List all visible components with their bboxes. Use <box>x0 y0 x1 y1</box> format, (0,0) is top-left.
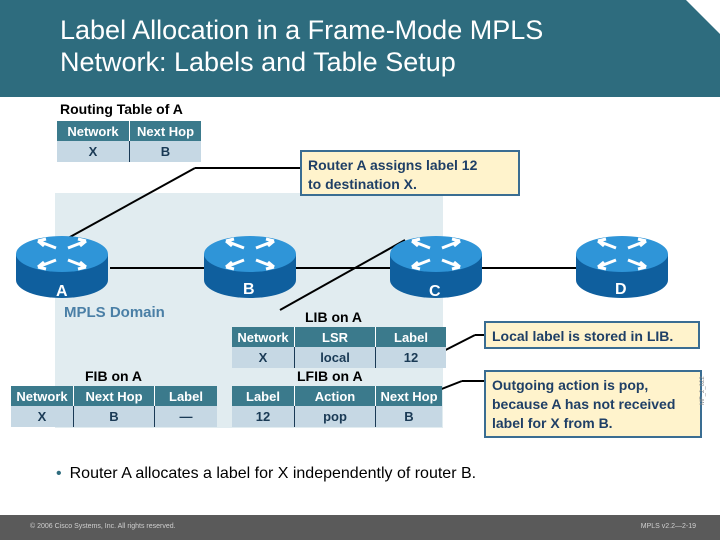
footer-bar: © 2006 Cisco Systems, Inc. All rights re… <box>0 515 720 540</box>
slide-title: Label Allocation in a Frame-Mode MPLS Ne… <box>60 14 543 78</box>
column-header: Network <box>232 327 295 347</box>
bullet-text: Router A allocates a label for X indepen… <box>69 465 477 482</box>
router-b-icon <box>204 236 296 298</box>
table-cell: — <box>154 406 217 427</box>
table-cell: pop <box>294 406 376 427</box>
table-header-row: Network Next Hop Label <box>11 386 217 406</box>
column-header: LSR <box>294 327 376 347</box>
table-row: X local 12 <box>232 347 446 368</box>
table-cell: X <box>232 347 295 368</box>
callout-connector-lib <box>279 239 406 311</box>
router-d-label: D <box>615 281 627 298</box>
table-cell: 12 <box>375 347 446 368</box>
table-header-row: Label Action Next Hop <box>232 386 442 406</box>
table-cell: X <box>11 406 74 427</box>
routing-table: Network Next Hop X B <box>57 121 201 162</box>
table-cell: X <box>57 141 130 162</box>
lib-caption: LIB on A <box>305 309 363 325</box>
lfib-caption: LFIB on A <box>297 368 363 384</box>
callout-assign-line-2: to destination X. <box>308 176 417 192</box>
lfib-table: Label Action Next Hop 12 pop B <box>232 386 442 427</box>
table-cell: local <box>294 347 376 368</box>
table-cell: B <box>73 406 155 427</box>
column-header: Next Hop <box>73 386 155 406</box>
column-header: Label <box>154 386 217 406</box>
table-row: X B — <box>11 406 217 427</box>
column-header: Network <box>11 386 74 406</box>
router-c-icon <box>390 236 482 298</box>
callout-assign-line-1: Router A assigns label 12 <box>308 157 478 173</box>
fib-caption: FIB on A <box>85 368 143 384</box>
table-cell: 12 <box>232 406 295 427</box>
router-b-label: B <box>243 281 255 298</box>
callout-outgoing-line-2: because A has not received <box>492 396 676 412</box>
table-cell: B <box>129 141 201 162</box>
callout-stored-in-lib: Local label is stored in LIB. <box>484 321 700 349</box>
column-header: Action <box>294 386 376 406</box>
table-row: X B <box>57 141 201 162</box>
callout-outgoing-line-1: Outgoing action is pop, <box>492 377 649 393</box>
lib-table: Network LSR Label X local 12 <box>232 327 446 368</box>
column-header: Label <box>232 386 295 406</box>
mpls-domain-label: MPLS Domain <box>64 304 165 321</box>
title-line-2: Network: Labels and Table Setup <box>60 47 456 77</box>
bullet-point: • Router A allocates a label for X indepe… <box>56 465 476 483</box>
table-header-row: Network LSR Label <box>232 327 446 347</box>
column-header: Next Hop <box>129 121 201 141</box>
callout-connector-assign-2 <box>49 167 196 249</box>
table-row: 12 pop B <box>232 406 442 427</box>
slide-code: MF_2_022 <box>700 376 706 405</box>
title-bar: Label Allocation in a Frame-Mode MPLS Ne… <box>0 0 720 97</box>
router-d-icon <box>576 236 668 298</box>
column-header: Network <box>57 121 130 141</box>
router-a-label: A <box>56 283 68 300</box>
router-a-icon <box>16 236 108 298</box>
column-header: Label <box>375 327 446 347</box>
slide-number: MPLS v2.2—2-19 <box>640 523 696 530</box>
table-header-row: Network Next Hop <box>57 121 201 141</box>
title-line-1: Label Allocation in a Frame-Mode MPLS <box>60 15 544 45</box>
fib-table: Network Next Hop Label X B — <box>11 386 217 427</box>
callout-outgoing-pop: Outgoing action is pop, because A has no… <box>484 370 702 438</box>
callout-outgoing-line-3: label for X from B. <box>492 415 613 431</box>
bullet-icon: • <box>56 465 62 482</box>
table-cell: B <box>375 406 442 427</box>
router-c-label: C <box>429 283 441 300</box>
page-corner <box>686 0 720 34</box>
routing-table-caption: Routing Table of A <box>60 101 183 117</box>
callout-assign-label: Router A assigns label 12 to destination… <box>300 150 520 196</box>
copyright-text: © 2006 Cisco Systems, Inc. All rights re… <box>30 523 176 530</box>
callout-stored-text: Local label is stored in LIB. <box>492 328 674 344</box>
column-header: Next Hop <box>375 386 442 406</box>
